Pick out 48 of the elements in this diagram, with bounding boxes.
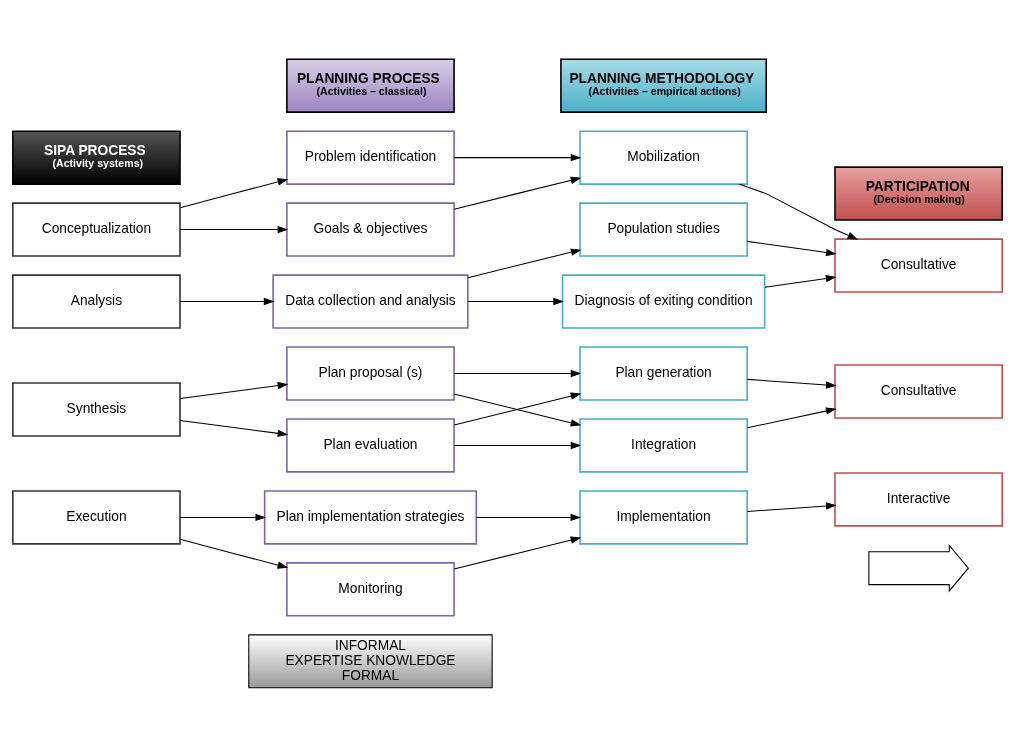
node-box: Plan generation (579, 345, 748, 401)
node-box: Conceptualization (12, 201, 181, 257)
node-box: Execution (12, 489, 181, 545)
node-box: Diagnosis of exiting condition (561, 273, 766, 329)
node-box: Consultative (834, 363, 1003, 419)
node-box: Goals & objectives (286, 201, 455, 257)
arrow (179, 225, 289, 233)
arrow (179, 538, 289, 569)
node-arrow (868, 543, 969, 592)
node-box: Integration (579, 417, 748, 473)
node-box: Problem identification (286, 129, 455, 185)
arrow (453, 535, 582, 569)
node-box: Data collection and analysis (272, 273, 469, 329)
arrow (476, 513, 582, 521)
arrow (746, 240, 837, 256)
node-box: Interactive (834, 471, 1003, 527)
node-box: Monitoring (286, 561, 455, 617)
node-box: PLANNING PROCESS (Activities – classical) (286, 57, 455, 113)
arrow (179, 381, 289, 399)
node-box: Implementation (579, 489, 748, 545)
arrow (467, 248, 582, 278)
node-box: PARTICIPATION (Decision making) (834, 165, 1003, 221)
node-box: SIPA PROCESS (Activity systems) (12, 129, 181, 185)
arrow (453, 176, 582, 210)
arrow (764, 274, 837, 288)
node-box: PLANNING METHODOLOGY (Activities – empirical actions) (560, 57, 767, 113)
node-box: Synthesis (12, 381, 181, 437)
node-box: Plan evaluation (286, 417, 455, 473)
arrow (746, 406, 837, 428)
node-box: Analysis (12, 273, 181, 329)
node-box: Plan implementation strategies (263, 489, 478, 545)
node-box: Plan proposal (s) (286, 345, 455, 401)
arrow (746, 378, 837, 389)
node-box: Consultative (834, 237, 1003, 293)
arrow (746, 501, 837, 512)
arrow (179, 177, 289, 208)
node-box: Mobilization (579, 129, 748, 185)
arrow (453, 441, 582, 449)
arrow (467, 297, 564, 305)
arrow (179, 513, 267, 521)
arrow (453, 153, 582, 161)
arrow (453, 392, 582, 426)
arrow (453, 369, 582, 377)
arrow (179, 419, 289, 437)
arrow (739, 183, 859, 240)
arrow (179, 297, 275, 305)
node-box: Population studies (579, 201, 748, 257)
node-box: INFORMAL EXPERTISE KNOWLEDGE FORMAL (248, 633, 493, 688)
